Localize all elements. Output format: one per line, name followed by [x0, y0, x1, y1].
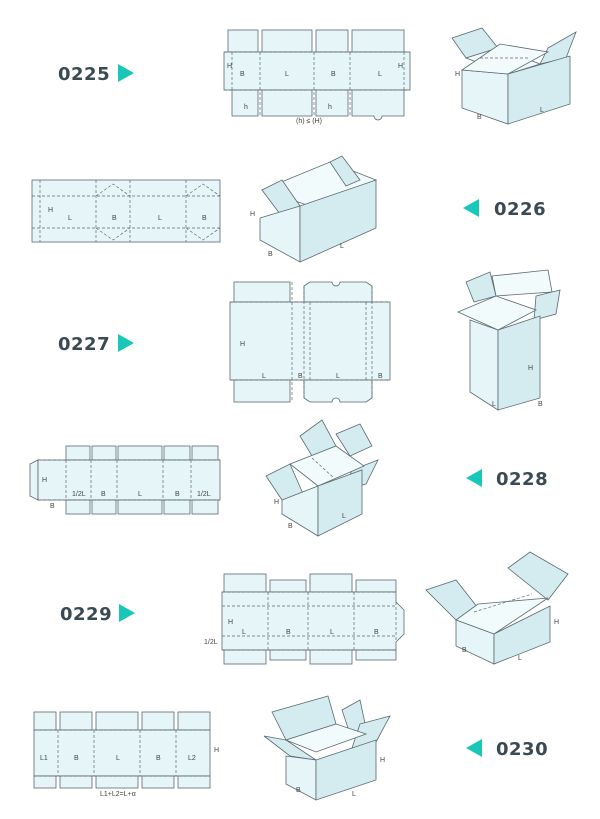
- label-L: L: [378, 71, 382, 78]
- label-B: B: [374, 629, 379, 636]
- box-3d-0226: H B L: [250, 155, 378, 263]
- box-label-H: H: [274, 499, 279, 506]
- label-H: H: [214, 747, 219, 754]
- flat-layout-0230: L1 B L B L2 H L1+L2=L+α: [33, 711, 219, 798]
- box-label-B: B: [296, 787, 301, 794]
- flat-layout-0229: H 1/2L L B L B: [204, 573, 405, 665]
- label-B: B: [112, 215, 117, 222]
- box-label-B: B: [288, 523, 293, 530]
- box-label-H: H: [250, 211, 255, 218]
- label-B: B: [331, 71, 336, 78]
- box-3d-0228: H B L: [265, 419, 379, 537]
- code-0225: 0225: [58, 64, 111, 85]
- box-label-L: L: [352, 791, 356, 798]
- label-h: h: [328, 104, 332, 111]
- label-half-L: 1/2L: [197, 491, 211, 498]
- box-label-B: B: [477, 114, 482, 121]
- label-L1: L1: [40, 755, 48, 762]
- arrow-left-icon: [466, 739, 482, 757]
- label-B: B: [74, 755, 79, 762]
- box-3d-0230: H B L: [263, 695, 391, 801]
- label-half-L: 1/2L: [72, 491, 86, 498]
- note-h-le-H: (h) ≤ (H): [296, 118, 322, 125]
- label-B: B: [378, 373, 383, 380]
- box-3d-0225: H B L: [451, 27, 577, 125]
- label-L: L: [138, 491, 142, 498]
- code-0226: 0226: [494, 199, 547, 220]
- flat-layout-0228: H B 1/2L B L B 1/2L: [29, 445, 221, 515]
- label-H: H: [240, 341, 245, 348]
- label-H: H: [227, 63, 232, 70]
- label-B: B: [156, 755, 161, 762]
- box-label-L: L: [540, 107, 544, 114]
- note-L1-L2: L1+L2=L+α: [100, 791, 136, 798]
- label-L: L: [158, 215, 162, 222]
- box-label-B: B: [538, 401, 543, 408]
- label-B: B: [240, 71, 245, 78]
- label-B: B: [298, 373, 303, 380]
- label-L: L: [262, 373, 266, 380]
- label-L: L: [285, 71, 289, 78]
- box-label-H: H: [380, 757, 385, 764]
- arrow-right-icon: [118, 64, 134, 82]
- box-label-B: B: [462, 647, 467, 654]
- flat-layout-0226: H L B L B: [31, 179, 221, 243]
- box-label-H: H: [528, 365, 533, 372]
- label-B: B: [50, 503, 55, 510]
- label-B: B: [202, 215, 207, 222]
- code-0227: 0227: [58, 334, 111, 355]
- box-label-H: H: [554, 619, 559, 626]
- box-label-L: L: [492, 401, 496, 408]
- label-H: H: [228, 619, 233, 626]
- flat-layout-0225: H B L B L H h h (h) ≤ (H): [223, 29, 411, 125]
- arrow-left-icon: [463, 199, 479, 217]
- label-H: H: [48, 207, 53, 214]
- label-half-L: 1/2L: [204, 639, 218, 646]
- arrow-right-icon: [118, 334, 134, 352]
- box-3d-0229: B H L: [425, 551, 569, 665]
- label-L: L: [336, 373, 340, 380]
- code-0229: 0229: [60, 604, 113, 625]
- box-label-B: B: [268, 251, 273, 258]
- label-B: B: [101, 491, 106, 498]
- box-label-L: L: [342, 513, 346, 520]
- label-B: B: [286, 629, 291, 636]
- label-L: L: [116, 755, 120, 762]
- code-0228: 0228: [496, 469, 549, 490]
- arrow-right-icon: [119, 604, 135, 622]
- label-L: L: [68, 215, 72, 222]
- label-L: L: [330, 629, 334, 636]
- code-0230: 0230: [496, 739, 549, 760]
- label-H: H: [42, 477, 47, 484]
- flat-layout-0227: H L B L B: [229, 281, 391, 403]
- box-label-H: H: [455, 71, 460, 78]
- box-3d-0227: H L B: [456, 269, 561, 411]
- label-B: B: [175, 491, 180, 498]
- label-L2: L2: [188, 755, 196, 762]
- box-label-L: L: [340, 243, 344, 250]
- box-label-L: L: [518, 655, 522, 662]
- label-H: H: [398, 63, 403, 70]
- label-L: L: [242, 629, 246, 636]
- label-h: h: [244, 104, 248, 111]
- arrow-left-icon: [466, 469, 482, 487]
